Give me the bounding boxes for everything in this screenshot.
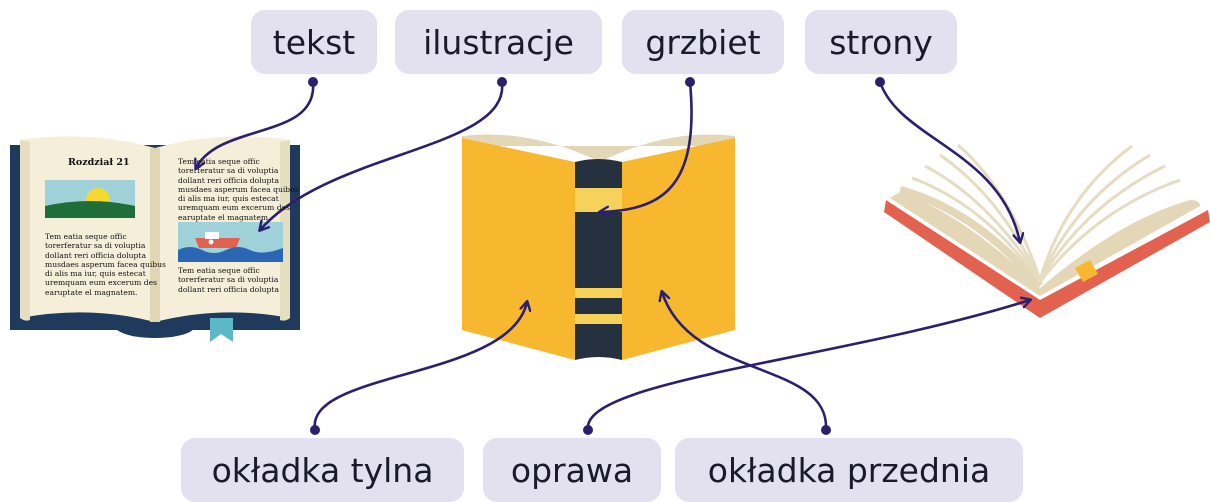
right-page-text-top: Tem eatia seque offic torerferatur sa di…: [178, 157, 299, 222]
chapter-heading: Rozdział 21: [68, 157, 130, 168]
arrow-tekst: [196, 81, 315, 168]
label-okladka-przednia: okładka przednia: [675, 438, 1023, 502]
left-page-text: Tem eatia seque offic torerferatur sa di…: [45, 232, 166, 297]
label-ilustracje: ilustracje: [395, 10, 602, 74]
pages-book-illustration: [884, 143, 1210, 318]
arrow-strony: [878, 81, 1020, 242]
label-grzbiet: grzbiet: [622, 10, 784, 74]
label-strony: strony: [805, 10, 957, 74]
arrow-okladka-tylna: [313, 302, 527, 431]
arrow-ilustracje: [260, 81, 504, 230]
label-oprawa: oprawa: [483, 438, 661, 502]
open-book-illustration: [10, 136, 300, 342]
label-tekst: tekst: [251, 10, 377, 74]
spine-book-illustration: [462, 134, 735, 360]
right-page-text-bottom: Tem eatia seque offic torerferatur sa di…: [178, 266, 279, 294]
label-okladka-tylna: okładka tylna: [181, 438, 464, 502]
connector-dots: [308, 77, 885, 435]
arrow-oprawa: [586, 300, 1030, 431]
arrow-grzbiet: [600, 81, 693, 212]
arrow-okladka-przednia: [662, 292, 828, 431]
connector-arrows: [196, 81, 1030, 431]
